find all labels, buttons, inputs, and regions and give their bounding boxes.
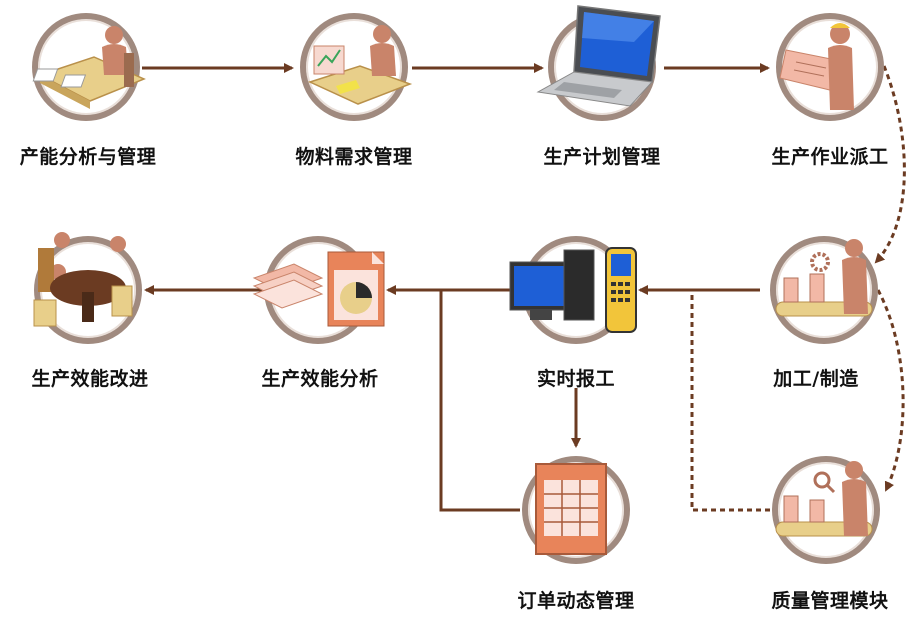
- node-label: 加工/制造: [773, 368, 859, 390]
- arrow-dispatch-to-manufacturing: [874, 65, 906, 264]
- person-at-desk-icon: [32, 26, 146, 109]
- meeting-table-icon: [33, 232, 133, 327]
- spreadsheet-icon: [535, 463, 607, 555]
- arrow-manufacturing-to-quality: [876, 289, 905, 492]
- node-label: 物料需求管理: [295, 146, 413, 168]
- node-label: 生产计划管理: [543, 146, 661, 168]
- node-label: 生产效能分析: [261, 368, 379, 390]
- laptop-icon: [536, 5, 661, 107]
- line-orders-to-branch: [439, 290, 520, 512]
- node-label: 质量管理模块: [771, 590, 889, 612]
- node-label: 生产效能改进: [31, 368, 149, 390]
- worker-with-plan-icon: [779, 23, 854, 110]
- person-with-chart-icon: [307, 25, 413, 105]
- quality-inspection-icon: [775, 461, 873, 537]
- desktop-and-handheld-icon: [509, 247, 637, 333]
- node-label: 产能分析与管理: [19, 146, 157, 168]
- worker-at-conveyor-icon: [775, 239, 873, 317]
- documents-pie-chart-icon: [252, 251, 385, 327]
- node-label: 生产作业派工: [771, 146, 889, 168]
- line-quality-to-branch: [690, 290, 770, 512]
- node-label: 实时报工: [536, 368, 616, 390]
- node-label: 订单动态管理: [517, 590, 635, 612]
